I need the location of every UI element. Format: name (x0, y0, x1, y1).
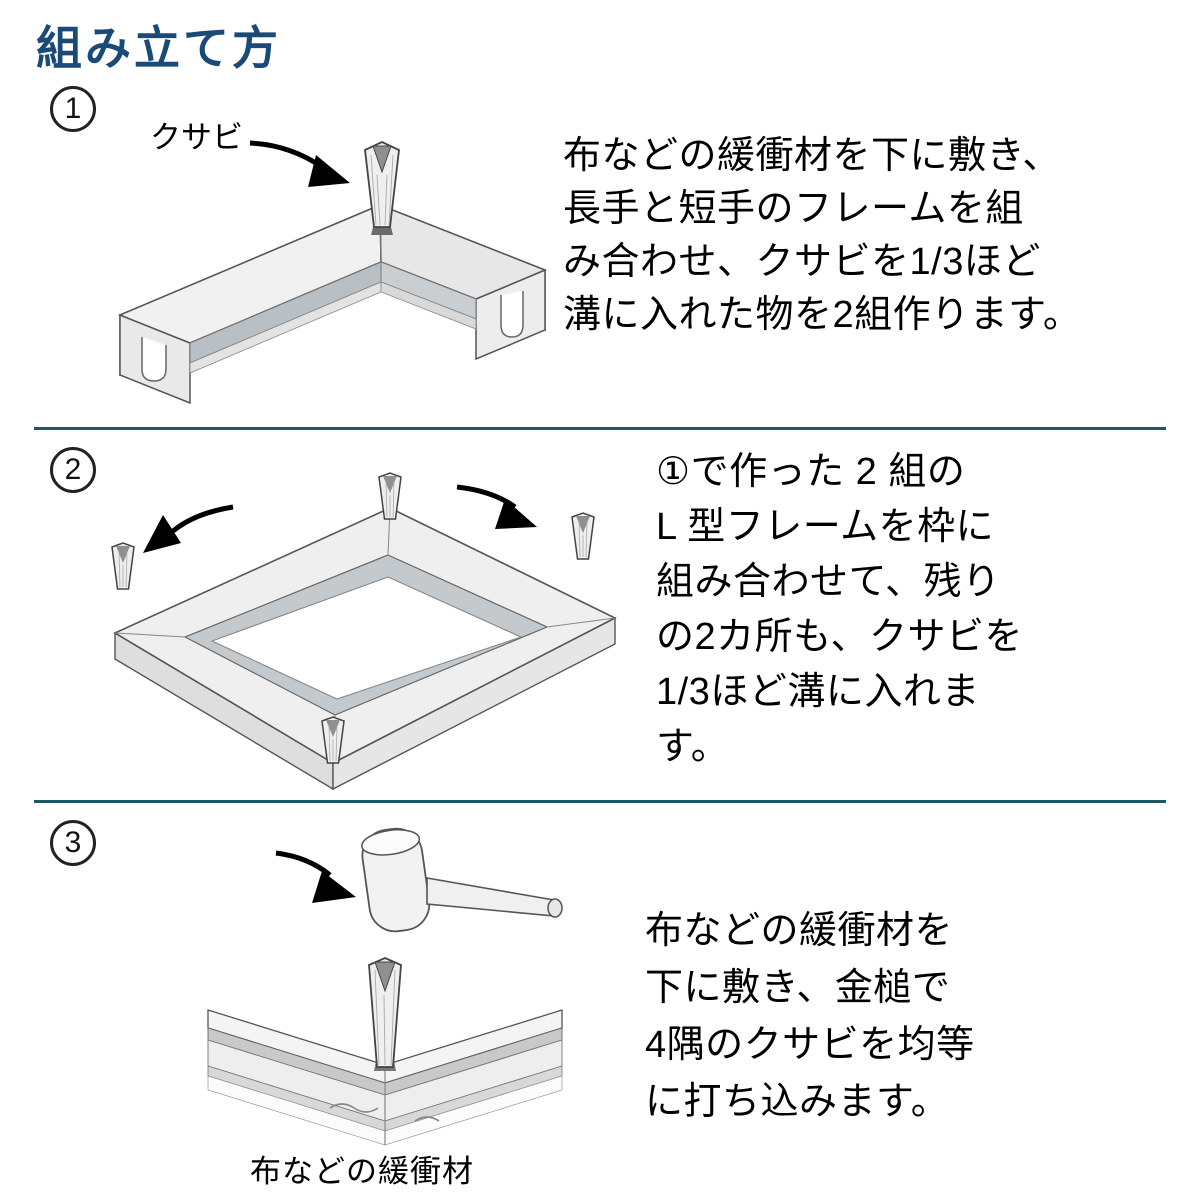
step-2-text: ①で作った 2 組の L 型フレームを枠に 組み合わせて、残り の2カ所も、クサ… (656, 451, 1023, 768)
frame-corner-body (118, 203, 547, 405)
step-2-number: 2 (50, 447, 96, 493)
arrow-icon (249, 140, 350, 187)
wedge-label: クサビ (150, 120, 243, 155)
step-1-text: 布などの緩衝材を下に敷き、 長手と短手のフレームを組 み合わせ、クサビを1/3ほ… (563, 135, 1082, 336)
frame-body (113, 507, 617, 791)
frame-corner-front (207, 1009, 563, 1146)
cushion-caption: 布などの緩衝材 (250, 1154, 474, 1189)
frame-assembled-illustration (111, 472, 617, 791)
step-3-number-label: 3 (64, 826, 82, 859)
frame-corner-illustration (118, 140, 547, 405)
wedge-icon (111, 542, 135, 590)
mallet-icon (361, 827, 563, 933)
hammering-illustration (207, 827, 563, 1146)
section-divider (34, 800, 1166, 803)
page-title: 組み立て方 (36, 22, 281, 74)
step-1-number: 1 (50, 86, 96, 132)
wedge-icon (364, 141, 400, 228)
step-3-text: 布などの緩衝材を 下に敷き、金槌で 4隅のクサビを均等 に打ち込みます。 (645, 910, 975, 1123)
step-1-number-label: 1 (64, 92, 82, 125)
section-divider (34, 427, 1166, 430)
step-2-number-label: 2 (64, 453, 82, 486)
wedge-icon (368, 957, 402, 1068)
arrow-icon (275, 850, 356, 903)
arrow-icon (456, 484, 537, 529)
wedge-icon (571, 512, 595, 560)
arrow-icon (143, 504, 234, 553)
step-3-number: 3 (50, 820, 96, 866)
